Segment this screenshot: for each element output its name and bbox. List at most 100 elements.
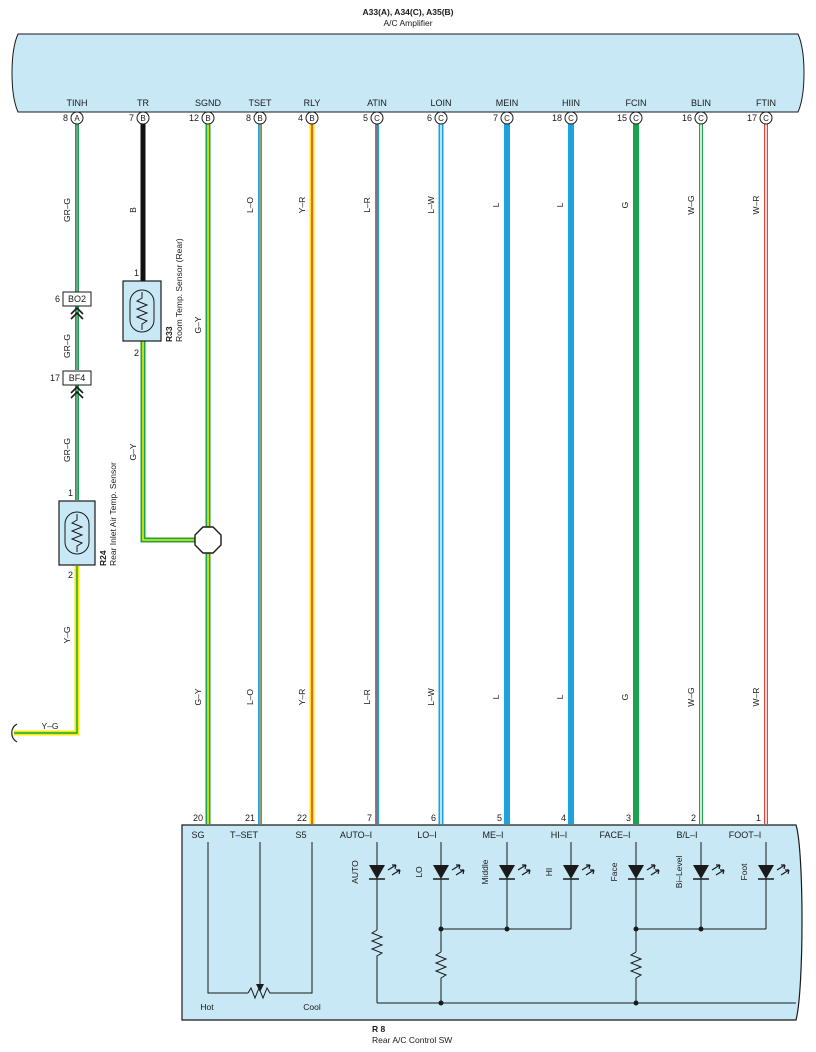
sw-pin-s5: 22 [297, 813, 307, 823]
amp-pin-loin: 6 C [427, 111, 448, 125]
sw-term-lo: LO–I [417, 830, 437, 840]
amp-pin-fcin: 15 C [617, 111, 643, 125]
control-switch-name: Rear A/C Control SW [372, 1035, 452, 1045]
wire-label-bottom-face: G [620, 694, 630, 701]
amp-pin-ftin: 17 C [747, 111, 773, 125]
wire-label-rly: Y–R [297, 197, 307, 214]
amp-term-loin: LOIN [430, 98, 451, 108]
amplifier-name: A/C Amplifier [383, 18, 432, 28]
sw-term-s5: S5 [295, 830, 306, 840]
svg-text:A: A [74, 114, 80, 123]
wire-inlet-out [14, 566, 80, 736]
room-sensor: 1 2 [122, 268, 162, 358]
wire-label-room-out: G–Y [128, 443, 138, 460]
amp-term-ftin: FTIN [756, 98, 776, 108]
wire-label-bo2-below: GR–G [62, 334, 72, 358]
svg-text:16: 16 [682, 113, 692, 123]
switch-internal-wiring [207, 842, 796, 1004]
sw-pin-face: 3 [626, 813, 631, 823]
junction-bo2: 6 BO2 [55, 291, 92, 320]
wire-label-atin: L–R [362, 197, 372, 213]
wire-label-bottom-auto: L–R [362, 689, 372, 705]
svg-text:8: 8 [246, 113, 251, 123]
sw-pin-foot: 1 [756, 813, 761, 823]
svg-text:18: 18 [552, 113, 562, 123]
amp-pin-sgnd: 12 B [189, 111, 215, 125]
led-foot-icon [758, 864, 790, 880]
amp-term-mein: MEIN [496, 98, 519, 108]
wire-label-bottom-hi: L [555, 694, 565, 699]
amp-term-tinh: TINH [67, 98, 88, 108]
led-label-auto: AUTO [350, 860, 360, 884]
amp-term-hiin: HIIN [562, 98, 580, 108]
svg-text:15: 15 [617, 113, 627, 123]
svg-text:B: B [205, 114, 210, 123]
svg-text:C: C [438, 114, 444, 123]
led-label-foot: Foot [739, 863, 749, 881]
amp-term-rly: RLY [304, 98, 321, 108]
svg-text:C: C [698, 114, 704, 123]
wire-label-inlet-bottom: Y–G [62, 626, 72, 643]
wire-label-tr: B [128, 207, 138, 213]
wire-break-mark [11, 723, 18, 743]
wire-room-out [140, 340, 196, 543]
svg-text:B: B [140, 114, 145, 123]
inlet-sensor-name: Rear Inlet Air Temp. Sensor [108, 462, 118, 566]
svg-text:C: C [633, 114, 639, 123]
svg-text:6: 6 [427, 113, 432, 123]
potentiometer-wiper [256, 984, 264, 992]
splice-point [194, 526, 222, 554]
sw-term-bl: B/L–I [676, 830, 697, 840]
led-hi-icon [563, 864, 595, 880]
led-auto-icon [369, 864, 401, 880]
wire-label-bottom-tset: L–O [245, 689, 255, 705]
sw-term-auto: AUTO–I [340, 830, 372, 840]
control-switch-box [181, 824, 803, 1021]
wire-label-bottom-s5: Y–R [297, 689, 307, 706]
amp-pin-tr: 7 B [129, 111, 150, 125]
sw-pin-sg: 20 [193, 813, 203, 823]
amp-pin-mein: 7 C [493, 111, 514, 125]
svg-text:12: 12 [189, 113, 199, 123]
svg-text:C: C [568, 114, 574, 123]
junction-bf4: 17 BF4 [50, 370, 92, 399]
svg-text:C: C [374, 114, 380, 123]
amp-pin-tset: 8 B [246, 111, 267, 125]
amplifier-box [11, 33, 805, 113]
svg-text:1: 1 [134, 268, 139, 278]
led-face-icon [628, 864, 660, 880]
wire-label-bf4-below: GR–G [62, 438, 72, 462]
led-middle-icon [499, 864, 531, 880]
amp-pin-rly: 4 B [298, 111, 319, 125]
svg-text:6: 6 [55, 294, 60, 304]
sw-term-me: ME–I [482, 830, 503, 840]
sw-pin-lo: 6 [431, 813, 436, 823]
led-bilevel-icon [693, 864, 725, 880]
svg-text:2: 2 [68, 570, 73, 580]
wire-label-mein: L [491, 202, 501, 207]
sw-pin-tset: 21 [245, 813, 255, 823]
amp-term-blin: BLIN [691, 98, 711, 108]
svg-text:BF4: BF4 [69, 373, 86, 383]
wire-label-bottom-lo: L–W [426, 688, 436, 705]
amp-term-tset: TSET [248, 98, 272, 108]
wire-label-sgnd: G–Y [193, 316, 203, 333]
sw-pin-bl: 2 [691, 813, 696, 823]
amp-term-fcin: FCIN [626, 98, 647, 108]
room-sensor-name: Room Temp. Sensor (Rear) [174, 238, 184, 342]
wire-label-bottom-foot: W–R [751, 688, 761, 707]
svg-text:17: 17 [747, 113, 757, 123]
svg-text:B: B [257, 114, 262, 123]
wire-label-bottom-me: L [491, 694, 501, 699]
sw-term-foot: FOOT–I [729, 830, 762, 840]
wire-label-bottom-bl: W–G [686, 687, 696, 706]
svg-text:5: 5 [363, 113, 368, 123]
wire-label-loin: L–W [426, 196, 436, 213]
led-label-face: Face [609, 862, 619, 881]
svg-text:8: 8 [63, 113, 68, 123]
wire-label-ftin: W–R [751, 196, 761, 215]
room-sensor-code: R33 [164, 326, 174, 342]
svg-text:7: 7 [129, 113, 134, 123]
sw-pin-me: 5 [497, 813, 502, 823]
